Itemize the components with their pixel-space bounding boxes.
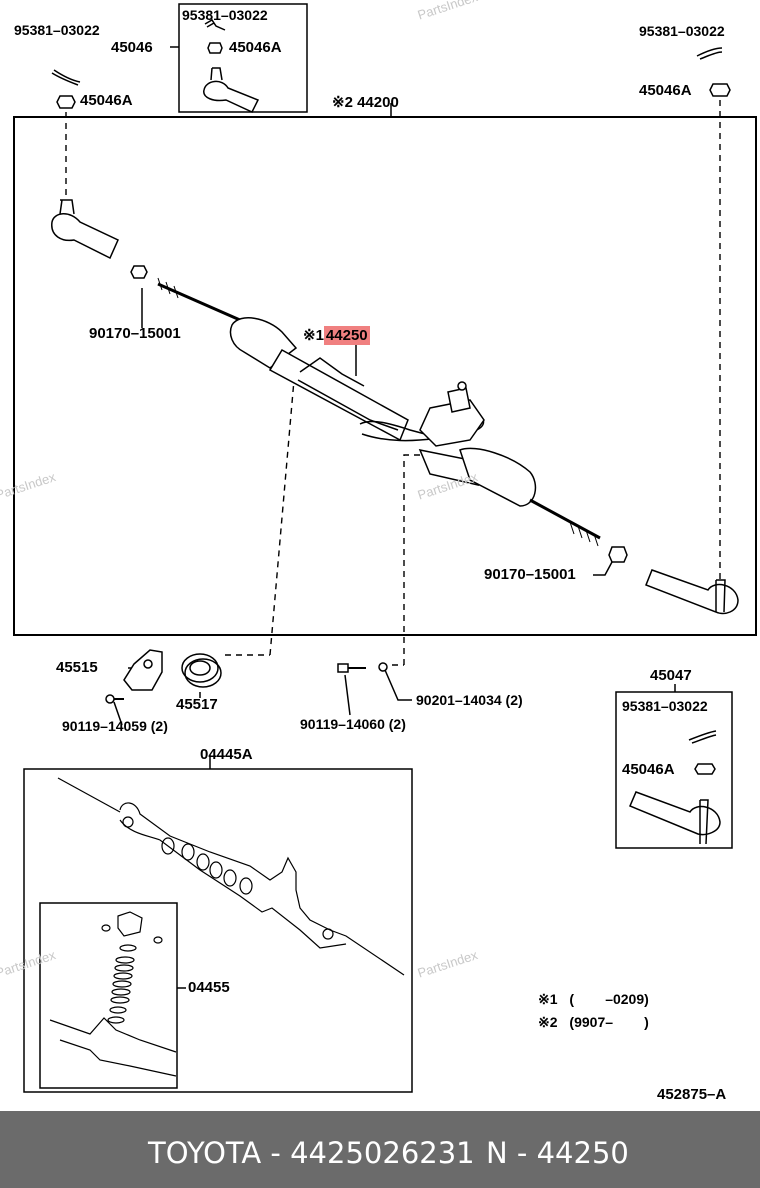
callout-gasket-kit[interactable]: 04445A [200,746,253,763]
mounting-parts-drawing [105,649,388,704]
callout-castle-nut-left[interactable]: 45046A [80,92,133,109]
note-mark: ※1 [303,327,324,344]
callout-castle-nut-right[interactable]: 45046A [639,82,692,99]
steering-rack-drawing [157,277,601,547]
seal-kit-drawing [49,911,177,1077]
note-2: ※2 (9907– ) [538,1014,649,1030]
callout-bracket-bolt[interactable]: 90119–14059 (2) [62,718,168,734]
callout-cotter-pin-right[interactable]: 95381–03022 [639,23,725,39]
callout-castle-nut-inset[interactable]: 45046A [229,39,282,56]
callout-cotter-pin-45047[interactable]: 95381–03022 [622,698,708,714]
castle-nut-icons [56,42,731,775]
diagram-drawing [13,3,757,1093]
gasket-kit-frame [23,768,413,1093]
tie-rod-end-icons [51,67,739,845]
callout-tie-rod-end[interactable]: 45046 [111,39,153,56]
footer-bar: TOYOTA - 4425026231 N - 44250 [0,1111,760,1188]
callout-cotter-pin-left[interactable]: 95381–03022 [14,22,100,38]
callout-grommet[interactable]: 45517 [176,696,218,713]
footer-brand-part-number: TOYOTA - 4425026231 [148,1136,475,1170]
callout-seal-kit[interactable]: 04455 [188,979,230,996]
callout-mount-bolt[interactable]: 90119–14060 (2) [300,716,406,732]
inset-frame-top [178,3,308,113]
callout-rack-assembly[interactable]: ※2 44200 [332,94,399,111]
note-mark: ※1 [538,991,558,1007]
footer-reference: N - 44250 [486,1136,629,1170]
highlighted-part-number[interactable]: 44250 [323,326,370,345]
inset-frame-45047 [615,691,733,849]
callout-rack-end-nut-left[interactable]: 90170–15001 [89,325,181,342]
note-1: ※1 ( –0209) [538,991,649,1007]
callout-rack-end-nut-right[interactable]: 90170–15001 [484,566,576,583]
callout-bracket[interactable]: 45515 [56,659,98,676]
callout-castle-nut-45047[interactable]: 45046A [622,761,675,778]
gasket-kit-drawing [57,777,405,976]
callout-tie-rod-assembly[interactable]: 45047 [650,667,692,684]
note-text: (9907– ) [569,1014,649,1030]
parts-diagram: PartsIndex PartsIndex PartsIndex PartsIn… [0,0,757,1103]
diagram-code: 452875–A [657,1086,727,1103]
callout-cotter-pin-inset[interactable]: 95381–03022 [182,7,268,23]
callout-washer[interactable]: 90201–14034 (2) [416,692,523,708]
assembly-frame [13,116,757,636]
seal-kit-frame [39,902,178,1089]
note-text: ( –0209) [569,991,649,1007]
note-mark: ※2 [538,1014,558,1030]
